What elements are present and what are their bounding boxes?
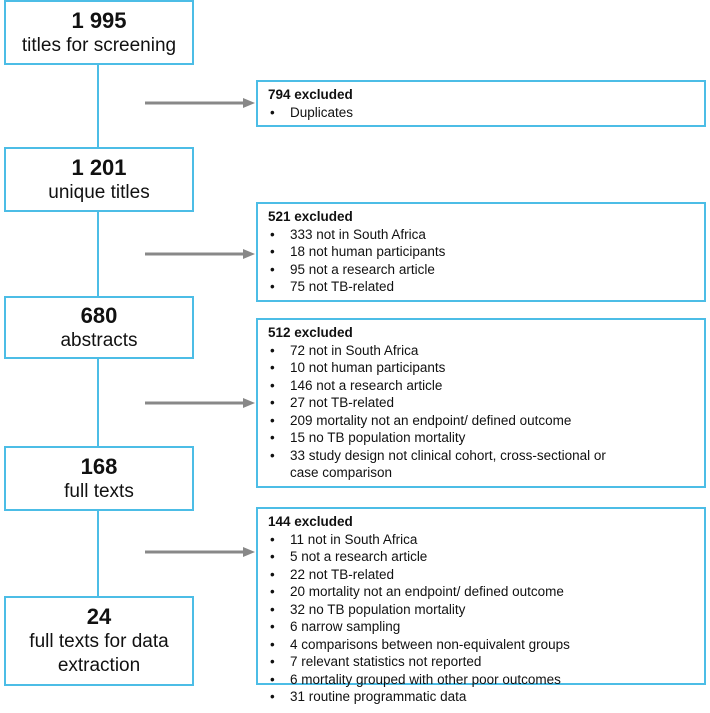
- exclusion-item: 10 not human participants: [268, 359, 694, 377]
- exclusion-title: 794 excluded: [268, 87, 353, 102]
- exclusion-item: 31 routine programmatic data: [268, 688, 694, 706]
- exclusion-item: 6 narrow sampling: [268, 618, 694, 636]
- stage-count: 1 201: [71, 154, 127, 180]
- stage-label: full texts for data extraction: [29, 631, 169, 676]
- stage-label: full texts: [64, 480, 134, 502]
- exclusion-item: 15 no TB population mortality: [268, 429, 694, 447]
- exclusion-item: 20 mortality not an endpoint/ defined ou…: [268, 583, 694, 601]
- exclusion-box-duplicates: 794 excluded Duplicates: [256, 80, 706, 127]
- exclusion-box-titles: 521 excluded 333 not in South Africa 18 …: [256, 202, 706, 302]
- stage-box-unique: 1 201 unique titles: [4, 147, 194, 212]
- exclusion-item: 27 not TB-related: [268, 394, 694, 412]
- stage-count: 1 995: [71, 7, 127, 33]
- exclusion-item: 75 not TB-related: [268, 278, 694, 296]
- stage-label: unique titles: [48, 181, 150, 203]
- exclusion-item: 209 mortality not an endpoint/ defined o…: [268, 412, 694, 430]
- exclusion-item: 18 not human participants: [268, 243, 694, 261]
- stage-count: 24: [86, 604, 112, 629]
- stage-box-extraction: 24 full texts for data extraction: [4, 596, 194, 686]
- exclusion-item: 11 not in South Africa: [268, 531, 694, 549]
- stage-count: 168: [80, 453, 118, 479]
- arrow-icon: [145, 547, 255, 557]
- exclusion-item: 146 not a research article: [268, 377, 694, 395]
- exclusion-title: 144 excluded: [268, 514, 353, 529]
- exclusion-box-abstracts: 512 excluded 72 not in South Africa 10 n…: [256, 318, 706, 488]
- exclusion-item: 7 relevant statistics not reported: [268, 653, 694, 671]
- exclusion-item: 4 comparisons between non-equivalent gro…: [268, 636, 694, 654]
- exclusion-item: 95 not a research article: [268, 261, 694, 279]
- stage-label: titles for screening: [21, 34, 177, 56]
- stage-box-screening: 1 995 titles for screening: [4, 0, 194, 65]
- exclusion-box-fulltexts: 144 excluded 11 not in South Africa 5 no…: [256, 507, 706, 705]
- arrow-icon: [145, 249, 255, 259]
- exclusion-item: 6 mortality grouped with other poor outc…: [268, 671, 694, 689]
- exclusion-item: 22 not TB-related: [268, 566, 694, 584]
- exclusion-title: 512 excluded: [268, 325, 353, 340]
- exclusion-item: 5 not a research article: [268, 548, 694, 566]
- stage-label: abstracts: [60, 329, 138, 351]
- arrow-icon: [145, 398, 255, 408]
- stage-box-fulltexts: 168 full texts: [4, 446, 194, 511]
- stage-box-abstracts: 680 abstracts: [4, 296, 194, 359]
- exclusion-item: 72 not in South Africa: [268, 342, 694, 360]
- stage-count: 680: [80, 302, 118, 328]
- exclusion-item: Duplicates: [268, 104, 694, 122]
- arrow-icon: [145, 98, 255, 108]
- exclusion-item: 33 study design not clinical cohort, cro…: [268, 447, 694, 482]
- exclusion-item: 32 no TB population mortality: [268, 601, 694, 619]
- exclusion-title: 521 excluded: [268, 209, 353, 224]
- exclusion-item: 333 not in South Africa: [268, 226, 694, 244]
